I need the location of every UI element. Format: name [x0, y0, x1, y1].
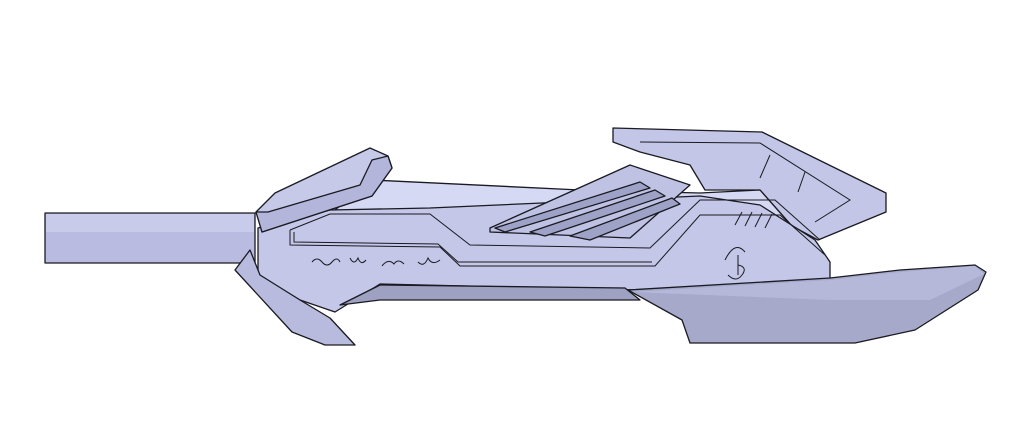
rear-slot — [764, 213, 773, 229]
body-groove-upper — [289, 199, 821, 249]
engraving-marks — [311, 247, 746, 280]
rear-slot — [754, 212, 763, 228]
blade-top-face — [632, 266, 984, 300]
vent-slot — [494, 181, 651, 233]
vent-slot — [569, 197, 681, 241]
underside-channel — [339, 284, 641, 306]
upper-guard-face — [255, 155, 393, 233]
rear-slot — [744, 211, 753, 227]
rear-fin-detail — [639, 141, 851, 223]
rear-fin-line — [759, 154, 771, 179]
rear-fin-line — [797, 171, 806, 193]
vent-slot — [529, 189, 666, 237]
main-body — [257, 195, 831, 313]
rear-slot — [734, 211, 743, 226]
body-groove-lower — [289, 214, 826, 267]
body-groove-inner — [293, 232, 652, 263]
handle-top-face — [46, 214, 254, 232]
lower-guard — [234, 249, 356, 346]
